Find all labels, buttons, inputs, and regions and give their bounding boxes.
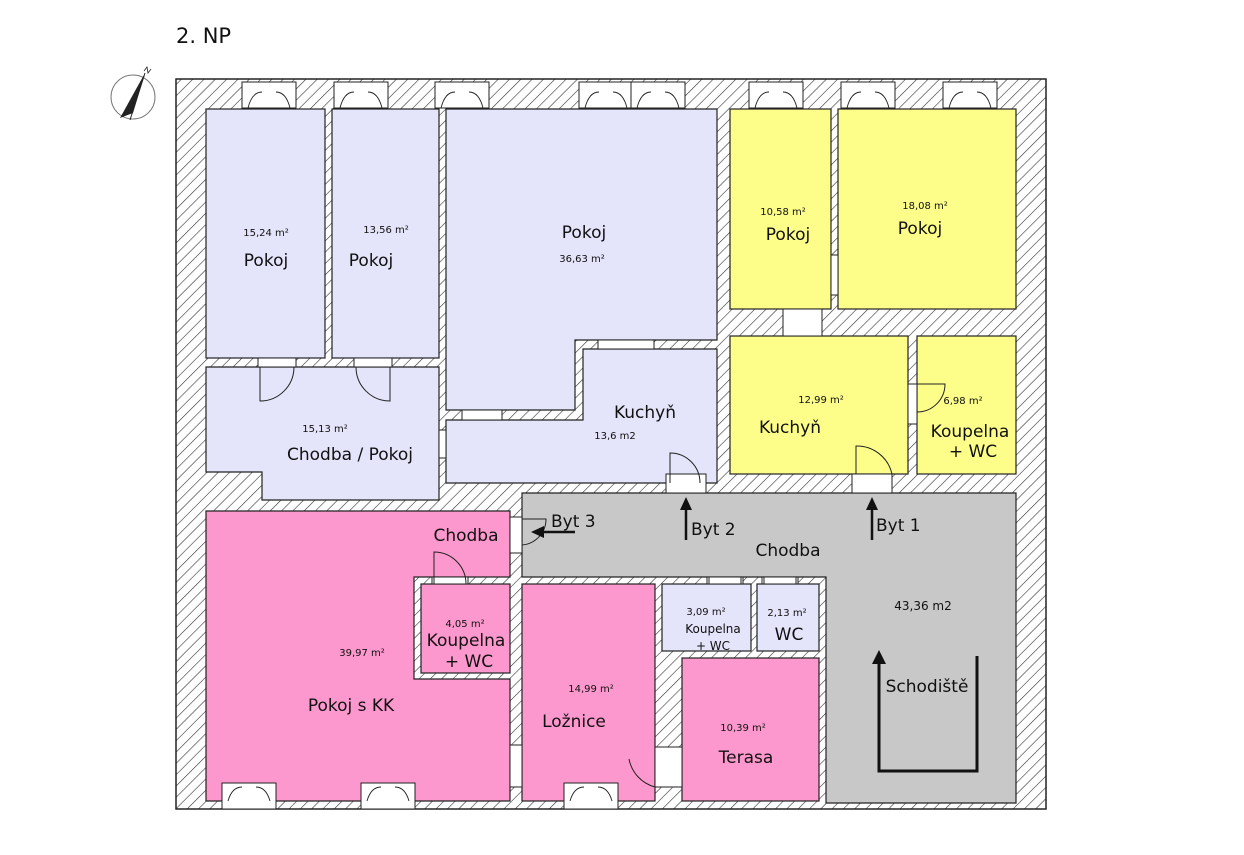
door-opening: [509, 516, 523, 554]
compass-north-icon: [110, 66, 156, 121]
area-label: 3,09 m²: [686, 607, 725, 618]
room-label: Pokoj: [766, 225, 810, 245]
area-label: 12,99 m²: [798, 395, 844, 406]
room-common-wc: [756, 583, 820, 652]
window-sash-arcs: [227, 91, 992, 802]
room-label: Chodba: [755, 541, 820, 561]
window: [748, 81, 804, 109]
room-label: Chodba: [433, 526, 498, 546]
room-label: Kuchyň: [759, 418, 821, 438]
area-label: 43,36 m2: [894, 599, 952, 613]
window: [333, 81, 389, 109]
room-label: Pokoj: [562, 223, 606, 243]
windows: [221, 81, 998, 810]
room-label: Terasa: [718, 748, 774, 768]
room-label: Pokoj: [349, 251, 393, 271]
door-opening: [706, 576, 744, 585]
staircase-arrow: [877, 656, 979, 773]
area-label: 14,99 m²: [568, 684, 614, 695]
door-opening: [782, 308, 823, 337]
window: [360, 782, 416, 810]
window: [840, 81, 896, 109]
room-blue-kuchyn: [445, 348, 718, 484]
window: [221, 782, 277, 810]
window: [434, 81, 490, 109]
room-blue-pokoj-1: [205, 108, 326, 359]
area-label: 15,13 m²: [302, 424, 348, 435]
window: [630, 81, 686, 109]
room-pink-loznice: [521, 583, 656, 802]
door-opening: [353, 357, 393, 368]
area-label: 4,05 m²: [445, 619, 484, 630]
door-swings: [259, 366, 946, 788]
area-label: 13,6 m2: [594, 431, 636, 442]
door-opening: [830, 254, 839, 296]
room-blue-pokoj-3: [445, 108, 718, 411]
room-label: Kuchyň: [614, 403, 676, 423]
room-label: Pokoj: [898, 219, 942, 239]
room-blue-pokoj-2: [331, 108, 440, 359]
room-label: Koupelna: [427, 631, 506, 651]
room-common-chodba: [521, 492, 1017, 804]
entry-arrows: [531, 497, 878, 540]
area-label: 6,98 m²: [943, 396, 982, 407]
floor-title: 2. NP: [176, 24, 232, 48]
window: [563, 782, 619, 810]
room-label: WC: [775, 625, 804, 645]
area-label: 18,08 m²: [902, 201, 948, 212]
door-opening: [257, 357, 297, 368]
area-label: 2,13 m²: [767, 608, 806, 619]
doors: [257, 254, 918, 788]
room-label: Pokoj s KK: [308, 696, 395, 716]
room-yellow-pokoj-2: [837, 108, 1017, 310]
door-opening: [654, 746, 683, 788]
room-label: Pokoj: [244, 251, 288, 271]
room-pink-terasa: [681, 657, 820, 802]
room-label: Ložnice: [542, 712, 606, 732]
door-opening: [509, 744, 523, 788]
door-opening: [461, 409, 503, 421]
room-yellow-koupelna: [916, 335, 1017, 475]
room-common-koupelna: [661, 583, 752, 652]
door-opening: [438, 429, 447, 459]
door-opening: [761, 576, 799, 585]
room-yellow-pokoj-1: [729, 108, 832, 310]
area-label: 39,97 m²: [339, 648, 385, 659]
room-label: + WC: [445, 652, 493, 672]
stair-up-arrowhead: [872, 650, 886, 664]
room-label: Koupelna: [931, 422, 1010, 442]
area-label: 36,63 m²: [559, 254, 605, 265]
window: [942, 81, 998, 109]
area-label: 15,24 m²: [243, 228, 289, 239]
window: [241, 81, 297, 109]
area-label: 10,39 m²: [720, 723, 766, 734]
room-label: + WC: [696, 639, 730, 653]
door-opening: [851, 473, 893, 494]
window: [578, 81, 634, 109]
entry-label-byt-3: Byt 3: [551, 512, 596, 532]
room-pink-koupelna: [420, 583, 511, 674]
area-label: 10,58 m²: [760, 207, 806, 218]
room-label: Koupelna: [685, 622, 741, 636]
door-opening: [907, 383, 918, 425]
entry-label-byt-2: Byt 2: [691, 520, 736, 540]
room-label: Chodba / Pokoj: [287, 445, 413, 465]
door-opening: [665, 473, 707, 494]
room-label: Schodiště: [886, 677, 969, 697]
entry-label-byt-1: Byt 1: [876, 516, 921, 536]
room-yellow-kuchyn: [729, 335, 909, 475]
door-opening: [597, 339, 655, 350]
room-label: + WC: [949, 442, 997, 462]
door-opening: [431, 576, 469, 585]
area-label: 13,56 m²: [363, 225, 409, 236]
